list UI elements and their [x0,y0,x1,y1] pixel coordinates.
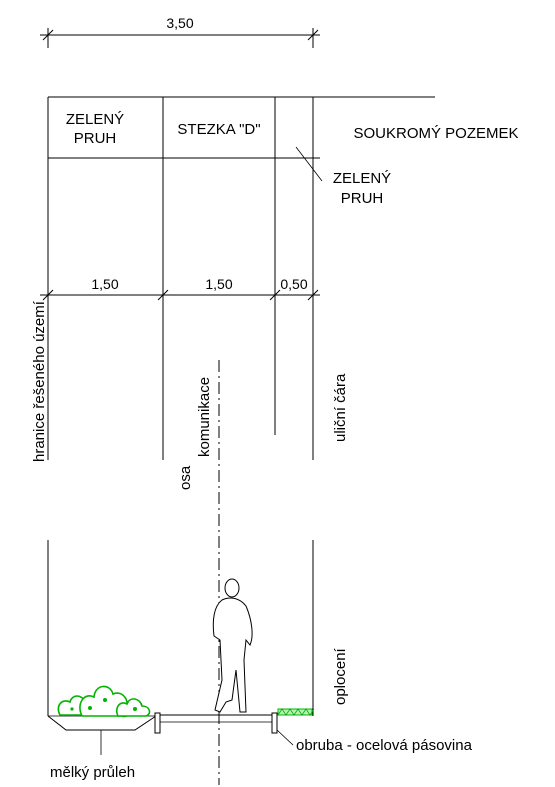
green-strip-label-line1: ZELENÝ [66,111,124,128]
curb-right [271,712,278,734]
curb-left [154,712,161,734]
tick-mark [42,289,54,301]
tick-mark [42,29,54,41]
swale-label: mělký průleh [50,764,135,781]
street-line-label: uliční čára [332,373,349,442]
area-boundary-label: hranice řešeného území [31,300,48,462]
green-strip-dimension: 1,50 [91,276,118,292]
private-land-label: SOUKROMÝ POZEMEK [353,125,518,142]
road-axis-label-line2: komunikace [196,377,213,457]
curb-label: obruba - ocelová pásovina [296,737,473,754]
tick-mark [157,289,169,301]
ground-profile [47,708,315,734]
curb-leader [276,729,294,746]
overall-dimension-label: 3,50 [166,15,193,31]
path-dimension: 1,50 [205,276,232,292]
tick-mark [269,289,281,301]
pedestrian-figure [212,578,253,713]
fence-label: oplocení [332,647,349,705]
path-label: STEZKA "D" [177,121,260,138]
shrub-group [57,685,151,718]
green-edge-label-line2: PRUH [341,190,384,207]
green-strip-label-line2: PRUH [74,130,117,147]
shrub-right [115,698,151,717]
green-edge-label-line1: ZELENÝ [333,170,391,187]
zone-table [47,96,435,182]
green-edge-leader [295,146,323,182]
tick-mark [307,29,319,41]
swale-profile [47,715,157,731]
vertical-guides [47,158,314,785]
tick-mark [307,289,319,301]
overall-dimension: 3,50 [40,15,320,48]
road-axis-label-line1: osa [177,465,194,490]
edge-dimension: 0,50 [280,276,307,292]
sub-dimensions [40,289,320,301]
